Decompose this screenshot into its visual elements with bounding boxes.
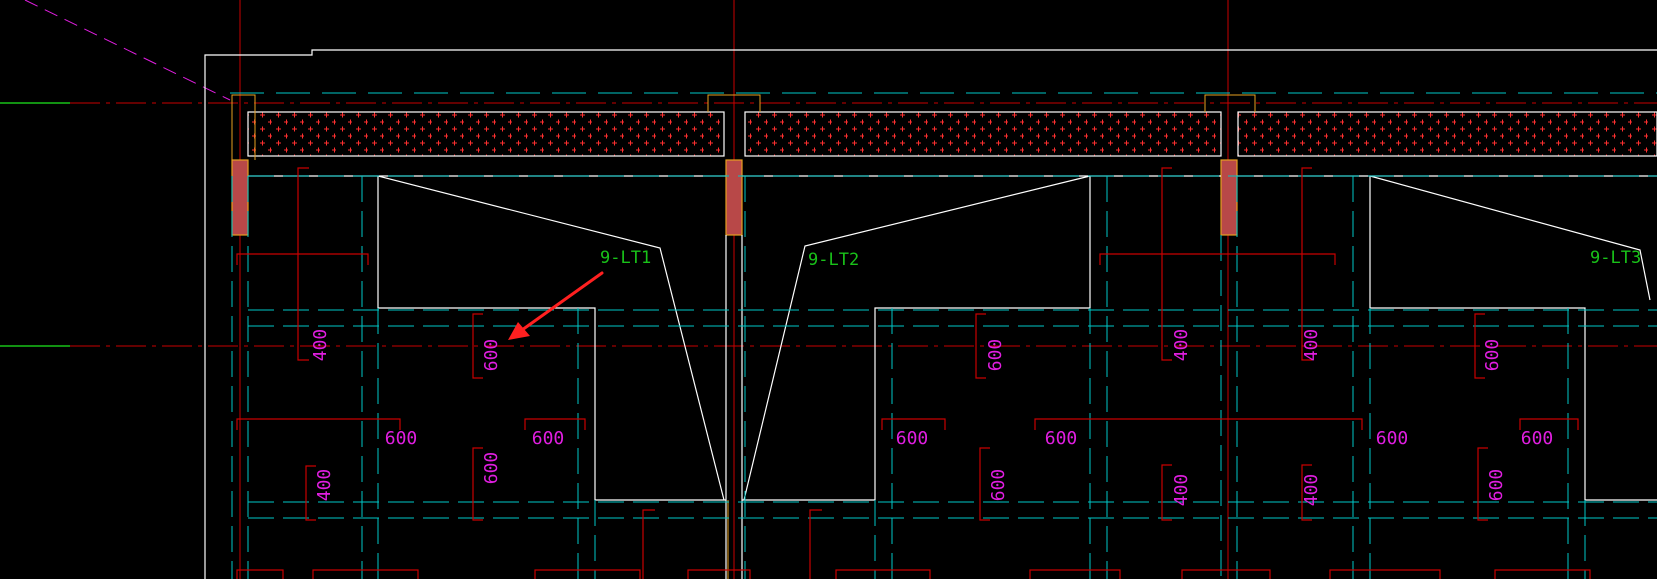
dim-text: 600 xyxy=(1376,428,1409,449)
dim-text: 600 xyxy=(1045,428,1078,449)
dim-text: 600 xyxy=(985,339,1006,372)
dim-text: 600 xyxy=(896,428,929,449)
dim-text: 400 xyxy=(1171,474,1192,507)
label-9-lt3: 9-LT3 xyxy=(1590,248,1641,268)
dim-text: 600 xyxy=(988,469,1009,502)
dim-text: 400 xyxy=(314,469,335,502)
label-9-lt1: 9-LT1 xyxy=(600,248,651,268)
outer-outline xyxy=(204,49,1657,579)
dim-text: 600 xyxy=(481,339,502,372)
dim-text: 400 xyxy=(310,329,331,362)
dim-text: 600 xyxy=(1486,469,1507,502)
room-outlines xyxy=(248,175,1657,579)
red-arrow-icon xyxy=(508,271,604,340)
columns xyxy=(231,159,1238,236)
red-dimension-brackets xyxy=(236,167,1591,579)
dim-text: 600 xyxy=(1482,339,1503,372)
magenta-diagonal-line xyxy=(24,0,231,101)
dim-text: 600 xyxy=(1521,428,1554,449)
dim-text: 600 xyxy=(532,428,565,449)
label-9-lt2: 9-LT2 xyxy=(808,250,859,270)
dim-text: 600 xyxy=(481,452,502,485)
dim-text: 400 xyxy=(1171,329,1192,362)
dim-text: 400 xyxy=(1301,474,1322,507)
orange-lines xyxy=(231,94,1256,579)
cyan-dashed-grid xyxy=(231,175,1657,579)
dim-text: 600 xyxy=(385,428,418,449)
dim-text: 400 xyxy=(1301,329,1322,362)
hatched-slabs xyxy=(247,111,1657,157)
